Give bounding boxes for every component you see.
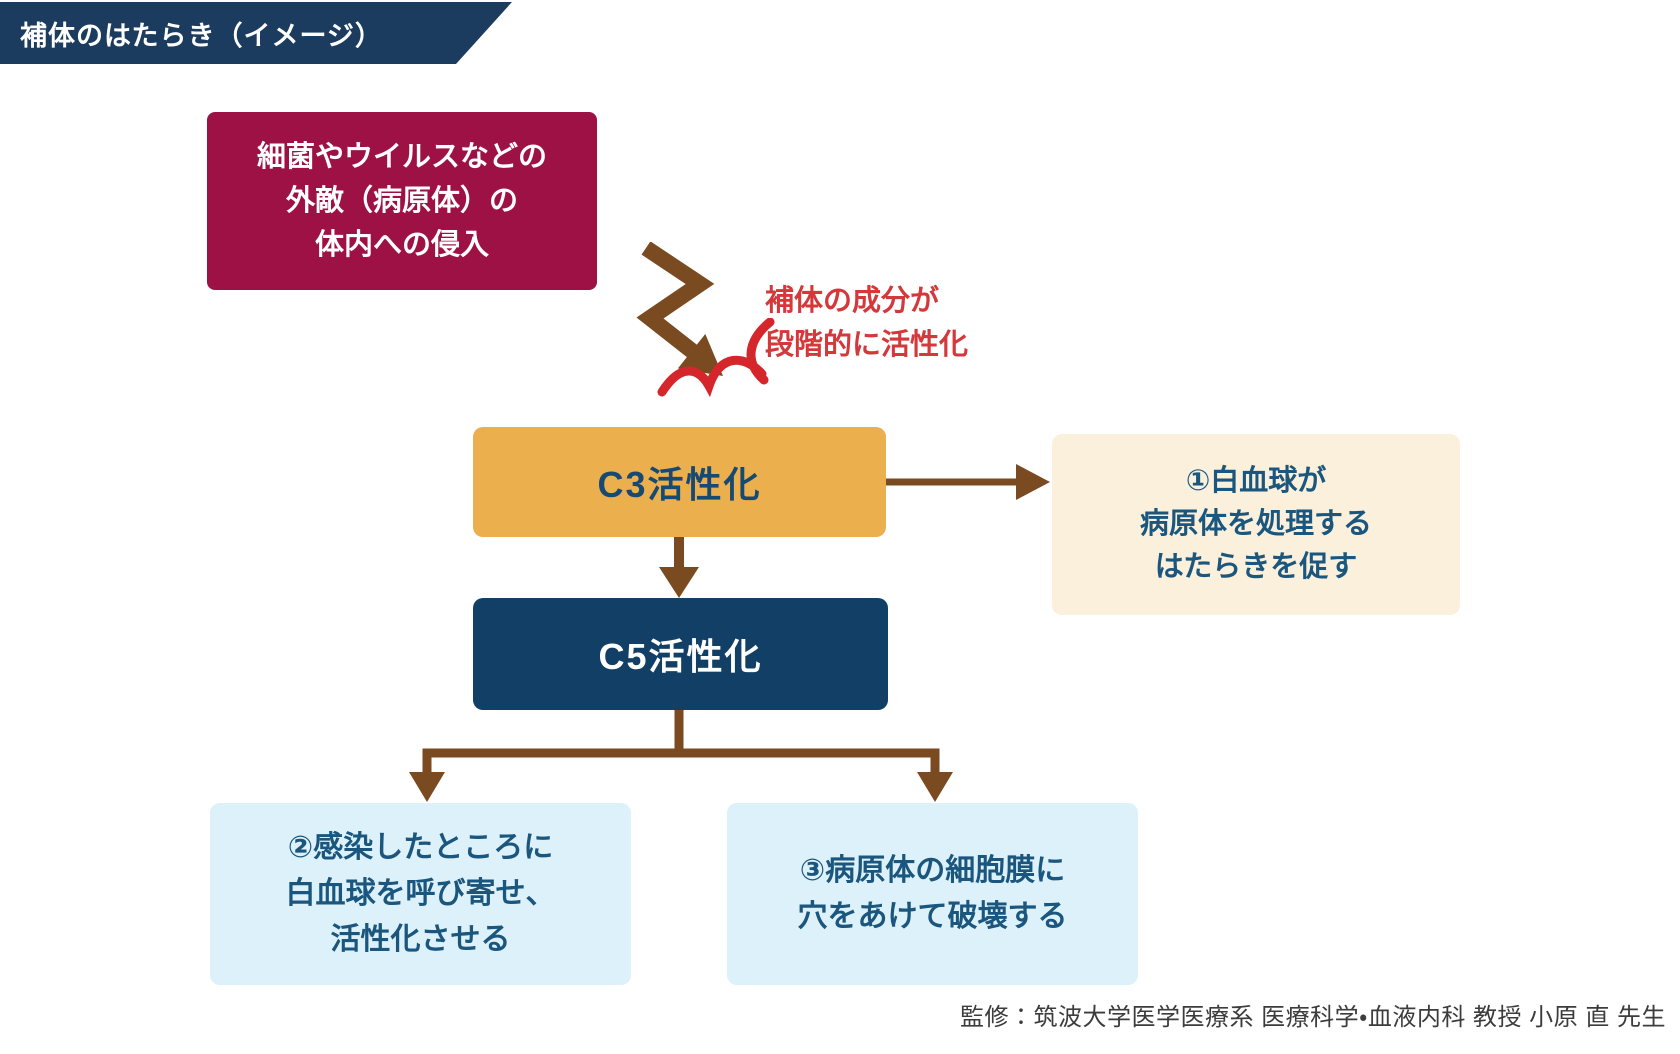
c3-activation-label: C3活性化 — [597, 464, 762, 505]
effect2-line-1: ②感染したところに — [287, 831, 554, 864]
supervision-credit: 監修：筑波大学医学医療系 医療科学・血液内科 教授 小原 直 先生 — [960, 1004, 1666, 1031]
effect1-line-1: ①白血球が — [1185, 465, 1327, 497]
page-title: 補体のはたらき（イメージ） — [20, 20, 383, 51]
effect1-line-2: 病原体を処理する — [1139, 508, 1372, 540]
invasion-line-1: 細菌やウイルスなどの — [256, 141, 547, 173]
effect3-box: ③病原体の細胞膜に 穴をあけて破壊する — [727, 803, 1138, 985]
invasion-box: 細菌やウイルスなどの 外敵（病原体）の 体内への侵入 — [207, 112, 597, 290]
effect1-line-3: はたらきを促す — [1154, 551, 1358, 583]
effect3-line-2: 穴をあけて破壊する — [797, 900, 1068, 933]
effect2-line-3: 活性化させる — [330, 923, 511, 956]
effect3-line-1: ③病原体の細胞膜に — [799, 854, 1066, 887]
activation-note-line-2: 段階的に活性化 — [765, 329, 969, 361]
invasion-line-2: 外敵（病原体）の — [285, 185, 518, 217]
activation-note: 補体の成分が 段階的に活性化 — [765, 279, 1025, 367]
arrow-down-icon — [659, 537, 699, 598]
effect2-box: ②感染したところに 白血球を呼び寄せ、 活性化させる — [210, 803, 631, 985]
effect1-box: ①白血球が 病原体を処理する はたらきを促す — [1052, 434, 1460, 615]
c3-activation-box: C3活性化 — [473, 427, 886, 537]
activation-note-line-1: 補体の成分が — [765, 285, 940, 317]
lightning-arrow-icon — [636, 242, 723, 376]
effect2-line-2: 白血球を呼び寄せ、 — [285, 877, 556, 910]
arrow-right-icon — [886, 464, 1050, 500]
c5-activation-box: C5活性化 — [473, 598, 888, 710]
impact-burst-icon — [657, 318, 775, 398]
branch-arrows-icon — [409, 710, 953, 802]
c5-activation-label: C5活性化 — [598, 636, 763, 677]
invasion-line-3: 体内への侵入 — [314, 229, 489, 261]
header-banner: 補体のはたらき（イメージ） — [0, 2, 512, 64]
